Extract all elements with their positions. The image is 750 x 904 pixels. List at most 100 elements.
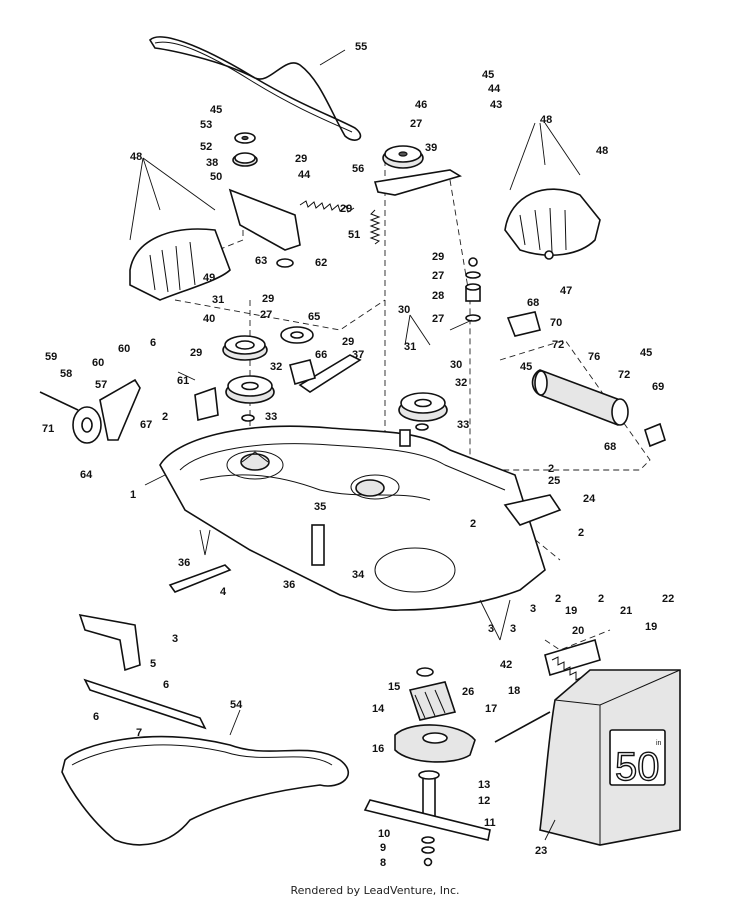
bracket-4	[168, 564, 232, 593]
belt-cover-left-49	[129, 228, 231, 301]
callout-36: 36	[283, 579, 295, 591]
callout-29: 29	[342, 336, 354, 348]
callout-52: 52	[200, 141, 212, 153]
pulley-65	[280, 326, 314, 344]
callout-31: 31	[212, 294, 224, 306]
idler-bracket-50	[228, 188, 301, 251]
callout-21: 21	[620, 605, 632, 617]
callout-72: 72	[618, 369, 630, 381]
washer-27	[465, 271, 481, 322]
callout-37: 37	[352, 349, 364, 361]
callout-38: 38	[206, 157, 218, 169]
callout-14: 14	[372, 703, 385, 715]
deck-belt-54	[61, 735, 349, 846]
bearing-15	[416, 667, 434, 677]
callout-66: 66	[315, 349, 327, 361]
callout-3: 3	[510, 623, 516, 635]
callout-22: 22	[662, 593, 674, 605]
callout-49: 49	[203, 272, 215, 284]
callout-18: 18	[508, 685, 520, 697]
rod-17	[494, 711, 551, 743]
callout-30: 30	[398, 304, 410, 316]
callout-24: 24	[583, 493, 596, 505]
callout-27: 27	[410, 118, 422, 130]
callout-54: 54	[230, 699, 243, 711]
callout-2: 2	[555, 593, 561, 605]
callout-12: 12	[478, 795, 490, 807]
callout-2: 2	[470, 518, 476, 530]
pulley-53	[234, 132, 256, 144]
callout-40: 40	[203, 313, 215, 325]
callout-71: 71	[42, 423, 54, 435]
spring-51	[369, 209, 381, 245]
washer-33-right	[415, 423, 429, 431]
deck-size-unit: in	[656, 740, 662, 747]
arm-37	[298, 354, 362, 393]
callout-2: 2	[578, 527, 584, 539]
callout-3: 3	[172, 633, 178, 645]
arm-7	[83, 678, 207, 730]
callout-29: 29	[340, 203, 352, 215]
callout-labels: 55 45 44 43 46 27 39 48 48 45 53 52 38 5…	[42, 41, 674, 869]
bracket-57	[99, 378, 141, 441]
callout-36: 36	[178, 557, 190, 569]
callout-43: 43	[490, 99, 502, 111]
callout-76: 76	[588, 351, 600, 363]
callout-3: 3	[530, 603, 536, 615]
spacer-28	[465, 283, 481, 302]
callout-29: 29	[262, 293, 274, 305]
spindle-housing-16	[394, 724, 476, 763]
hardware-8-10	[421, 836, 435, 867]
spring-56	[299, 200, 355, 213]
callout-60: 60	[118, 343, 130, 355]
callout-70: 70	[550, 317, 562, 329]
washer-33-left	[241, 414, 255, 422]
callout-13: 13	[478, 779, 490, 791]
callout-44: 44	[488, 83, 501, 95]
callout-1: 1	[130, 489, 136, 501]
callout-2: 2	[162, 411, 168, 423]
callout-26: 26	[462, 686, 474, 698]
callout-67: 67	[140, 419, 152, 431]
callout-7: 7	[136, 727, 142, 739]
callout-5: 5	[150, 658, 156, 670]
spindle-pulley-32-left	[225, 375, 275, 404]
callout-2: 2	[548, 463, 554, 475]
callout-15: 15	[388, 681, 400, 693]
callout-29: 29	[190, 347, 202, 359]
callout-63: 63	[255, 255, 267, 267]
callout-48: 48	[540, 114, 552, 126]
callout-72: 72	[552, 339, 564, 351]
callout-4: 4	[220, 586, 227, 598]
callout-8: 8	[380, 857, 386, 869]
callout-68: 68	[604, 441, 616, 453]
blade-11	[363, 799, 491, 841]
callout-44: 44	[298, 169, 311, 181]
callout-65: 65	[308, 311, 320, 323]
deck-roller-76	[531, 369, 629, 426]
bracket-70	[506, 311, 541, 337]
callout-60: 60	[92, 357, 104, 369]
callout-56: 56	[352, 163, 364, 175]
callout-6: 6	[163, 679, 169, 691]
callout-57: 57	[95, 379, 107, 391]
bracket-5	[78, 613, 141, 672]
callout-32: 32	[270, 361, 282, 373]
callout-62: 62	[315, 257, 327, 269]
nut-29	[468, 257, 478, 267]
callout-29: 29	[432, 251, 444, 263]
callout-30: 30	[450, 359, 462, 371]
render-credit: Rendered by LeadVenture, Inc.	[290, 884, 460, 897]
callout-64: 64	[80, 469, 93, 481]
deck-size-label: 50 in	[614, 740, 662, 790]
callout-53: 53	[200, 119, 212, 131]
callout-9: 9	[380, 842, 386, 854]
callout-32: 32	[455, 377, 467, 389]
callout-50: 50	[210, 171, 222, 183]
callout-45: 45	[520, 361, 532, 373]
washer-62	[276, 258, 294, 268]
callout-33: 33	[457, 419, 469, 431]
callout-6: 6	[93, 711, 99, 723]
callout-69: 69	[652, 381, 664, 393]
